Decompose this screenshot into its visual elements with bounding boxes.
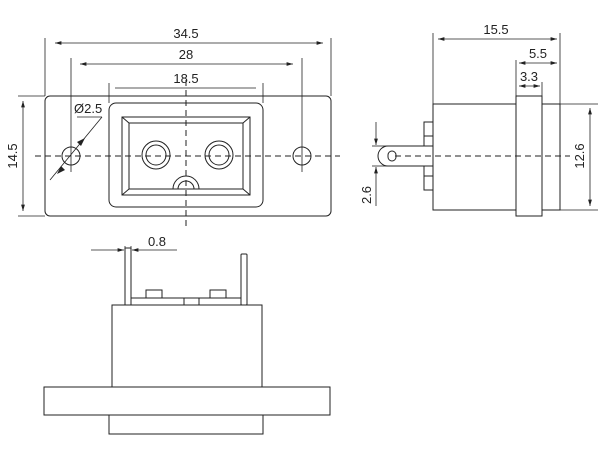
contact-hole-left	[141, 140, 171, 170]
dim-body-width: 18.5	[173, 71, 198, 86]
contact-hole-right	[204, 140, 234, 170]
bottom-nose	[108, 414, 264, 435]
dim-pin-thickness: 0.8	[148, 234, 166, 249]
dim-flange-height: 14.5	[5, 143, 20, 168]
side-view: 15.5 5.5 3.3 12.6 2.6	[359, 22, 598, 217]
front-view: 34.5 28 18.5 14.5 Ø2.5	[5, 26, 340, 228]
dim-overall-length: 15.5	[483, 22, 508, 37]
dim-hole-spacing: 28	[179, 47, 193, 62]
dim-flange-to-front: 5.5	[529, 46, 547, 61]
bottom-view: 0.8	[43, 234, 331, 435]
bottom-body	[111, 304, 263, 388]
bottom-flange	[43, 386, 331, 416]
dim-leader-hole-diameter	[49, 116, 103, 181]
side-nose	[541, 103, 561, 211]
dim-pin-width: 2.6	[359, 186, 374, 204]
dim-overall-width: 34.5	[173, 26, 198, 41]
dim-flange-thickness: 3.3	[520, 69, 538, 84]
terminal-pin-right	[240, 253, 248, 306]
dim-hole-diameter: Ø2.5	[74, 101, 102, 116]
solder-lug-slot	[387, 150, 397, 162]
side-body	[432, 103, 517, 211]
dim-body-height: 12.6	[572, 143, 587, 168]
terminal-pin-left	[124, 247, 132, 306]
